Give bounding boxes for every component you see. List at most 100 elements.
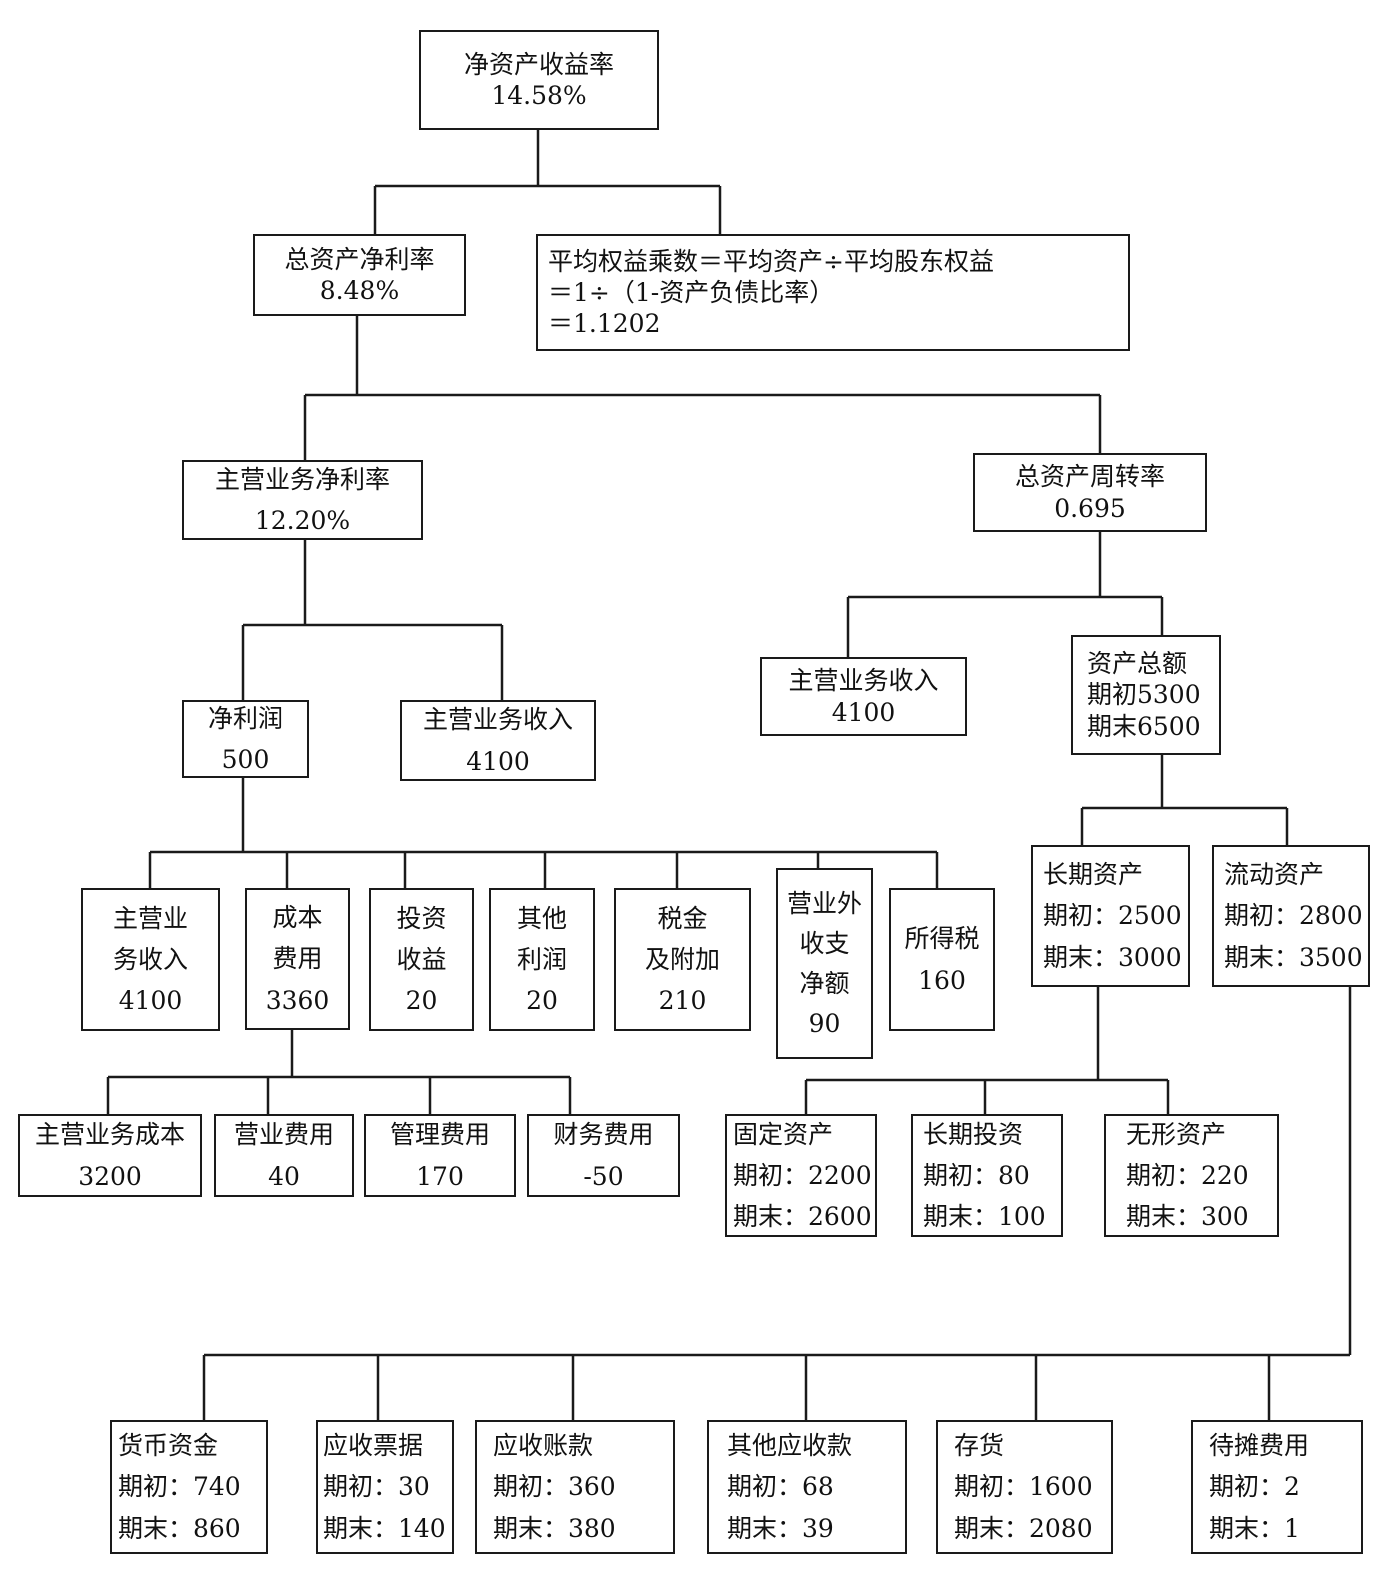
node-title: 净资产收益率 (463, 49, 614, 79)
node-value: 3200 (78, 1161, 142, 1191)
node-begin: 期初：2500 (1043, 901, 1182, 931)
node-begin: 期初：2800 (1224, 901, 1363, 931)
node-accounts-receivable: 应收账款 期初：360 期末：380 (475, 1420, 675, 1554)
node-value: 500 (221, 745, 270, 774)
node-value: 8.48% (319, 276, 400, 305)
node-begin: 期初：80 (923, 1160, 1030, 1190)
formula-line-1: 平均权益乘数＝平均资产÷平均股东权益 (548, 246, 994, 276)
node-value: 90 (808, 1008, 841, 1038)
node-begin: 期初：1600 (954, 1472, 1093, 1502)
node-begin: 期初：68 (727, 1472, 834, 1502)
node-revenue-component: 主营业 务收入 4100 (81, 888, 220, 1031)
node-end: 期末：140 (323, 1513, 446, 1543)
node-value: 12.20% (254, 506, 351, 535)
node-end: 期末：860 (118, 1513, 241, 1543)
node-begin: 期初：360 (493, 1472, 616, 1502)
node-end: 期末：2080 (954, 1513, 1093, 1543)
node-end: 期末：39 (727, 1513, 834, 1543)
node-title: 长期资产 (1043, 860, 1144, 890)
node-title: 货币资金 (118, 1431, 219, 1461)
formula-line-3: ＝1.1202 (548, 309, 661, 339)
node-cash: 货币资金 期初：740 期末：860 (110, 1420, 268, 1554)
formula-line-2: ＝1÷（1-资产负债比率） (548, 277, 835, 307)
node-value: 170 (416, 1161, 464, 1191)
node-title: 流动资产 (1224, 860, 1325, 890)
node-value: 3360 (265, 985, 330, 1015)
node-title: 其他应收款 (727, 1431, 853, 1461)
node-title: 净利润 (207, 703, 283, 733)
node-title: 总资产净利率 (284, 244, 435, 274)
node-begin: 期初：220 (1126, 1160, 1249, 1190)
node-end: 期末：100 (923, 1202, 1046, 1232)
node-begin: 期初：2 (1209, 1472, 1300, 1502)
node-notes-receivable: 应收票据 期初：30 期末：140 (316, 1420, 454, 1554)
node-title: 应收账款 (493, 1431, 594, 1461)
node-title: 所得税 (904, 924, 980, 954)
node-roa: 总资产净利率 8.48% (253, 234, 466, 316)
node-other-profit: 其他 利润 20 (489, 888, 595, 1031)
node-end: 期末：300 (1126, 1202, 1249, 1232)
node-invest-income: 投资 收益 20 (369, 888, 474, 1031)
node-end: 期末：380 (493, 1513, 616, 1543)
node-long-investment: 长期投资 期初：80 期末：100 (911, 1114, 1063, 1237)
node-line-2: 费用 (272, 944, 323, 974)
node-finance-expense: 财务费用 -50 (527, 1114, 680, 1197)
node-line-2: 及附加 (644, 944, 720, 974)
node-fixed-assets: 固定资产 期初：2200 期末：2600 (725, 1114, 877, 1237)
node-line-2: 务收入 (112, 944, 188, 974)
node-title: 应收票据 (323, 1431, 424, 1461)
node-title: 财务费用 (553, 1120, 654, 1150)
node-title: 主营业务收入 (422, 705, 573, 735)
node-admin-expense: 管理费用 170 (364, 1114, 516, 1197)
node-begin: 期初：2200 (733, 1160, 872, 1190)
node-end: 期末：3500 (1224, 942, 1363, 972)
node-line-2: 利润 (516, 944, 567, 974)
node-value: 210 (658, 986, 707, 1016)
node-value: 40 (268, 1161, 300, 1191)
node-title: 主营业务成本 (34, 1120, 185, 1150)
node-title: 营业费用 (233, 1120, 334, 1150)
node-title: 存货 (954, 1431, 1005, 1461)
node-revenue-turnover: 主营业务收入 4100 (760, 657, 967, 736)
node-non-operating: 营业外 收支 净额 90 (776, 868, 873, 1059)
node-end: 期末：2600 (733, 1202, 872, 1232)
node-net-profit: 净利润 500 (182, 700, 309, 778)
node-line-1: 其他 (516, 903, 567, 933)
node-value: -50 (583, 1161, 624, 1191)
node-selling-expense: 营业费用 40 (214, 1114, 354, 1197)
node-line-2: 收益 (396, 944, 447, 974)
node-intangible-assets: 无形资产 期初：220 期末：300 (1104, 1114, 1279, 1237)
node-current-assets: 流动资产 期初：2800 期末：3500 (1212, 845, 1370, 987)
node-net-margin: 主营业务净利率 12.20% (182, 460, 423, 540)
node-title: 待摊费用 (1209, 1431, 1310, 1461)
node-value: 20 (526, 986, 558, 1016)
node-value: 0.695 (1054, 493, 1126, 523)
node-title: 主营业务收入 (788, 666, 939, 696)
node-title: 资产总额 (1087, 649, 1188, 679)
node-title: 固定资产 (733, 1119, 834, 1149)
node-equity-multiplier: 平均权益乘数＝平均资产÷平均股东权益 ＝1÷（1-资产负债比率） ＝1.1202 (536, 234, 1130, 351)
node-total-assets: 资产总额 期初5300 期末6500 (1071, 635, 1221, 755)
node-begin: 期初：740 (118, 1472, 241, 1502)
node-end: 期末6500 (1087, 711, 1201, 741)
node-value: 4100 (831, 697, 896, 727)
node-tax-surcharge: 税金 及附加 210 (614, 888, 751, 1031)
node-begin: 期初：30 (323, 1472, 430, 1502)
node-title: 管理费用 (389, 1120, 490, 1150)
node-line-1: 税金 (657, 903, 708, 933)
node-other-receivable: 其他应收款 期初：68 期末：39 (707, 1420, 907, 1554)
node-asset-turnover: 总资产周转率 0.695 (973, 453, 1207, 532)
node-line-3: 净额 (799, 968, 850, 998)
node-inventory: 存货 期初：1600 期末：2080 (936, 1420, 1113, 1554)
node-line-1: 投资 (396, 903, 447, 933)
node-value: 20 (405, 986, 438, 1016)
node-title: 无形资产 (1126, 1119, 1227, 1149)
node-value: 160 (918, 965, 966, 995)
node-line-1: 营业外 (786, 888, 862, 918)
node-roe: 净资产收益率 14.58% (419, 30, 659, 130)
node-revenue-margin: 主营业务收入 4100 (400, 700, 596, 781)
node-prepaid-expense: 待摊费用 期初：2 期末：1 (1191, 1420, 1363, 1554)
node-line-1: 主营业 (112, 903, 188, 933)
